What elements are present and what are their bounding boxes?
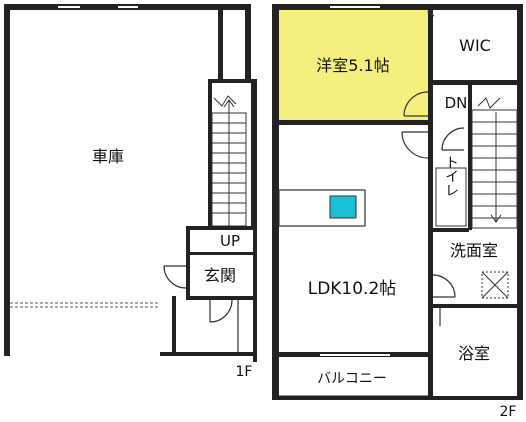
label-western-room: 洋室5.1帖 — [316, 56, 389, 75]
entrance-walls — [160, 226, 257, 362]
sink — [329, 195, 357, 219]
label-washroom: 洗面室 — [450, 241, 498, 260]
label-bathroom: 浴室 — [458, 344, 490, 363]
doors-2f — [401, 7, 465, 326]
stairs-2f — [471, 97, 518, 229]
label-entrance: 玄関 — [204, 266, 236, 285]
label-dn: DN — [445, 94, 468, 112]
western-room-fill — [279, 10, 428, 122]
first-floor — [4, 4, 257, 362]
label-ldk: LDK10.2帖 — [308, 279, 397, 299]
stairs-1f — [211, 95, 247, 227]
entrance-doors — [163, 265, 239, 352]
label-garage: 車庫 — [92, 147, 124, 166]
label-1f: 1F — [236, 364, 253, 380]
label-wic: WIC — [459, 36, 491, 55]
kitchen-counter — [278, 189, 366, 227]
toilet-box — [435, 167, 467, 227]
label-toilet: トイレ — [443, 155, 459, 197]
garage-opening — [10, 302, 160, 308]
label-up: UP — [220, 232, 240, 250]
label-2f: 2F — [500, 404, 517, 420]
label-balcony: バルコニー — [317, 371, 387, 387]
second-floor — [272, 4, 523, 400]
washer-pan — [481, 271, 509, 299]
